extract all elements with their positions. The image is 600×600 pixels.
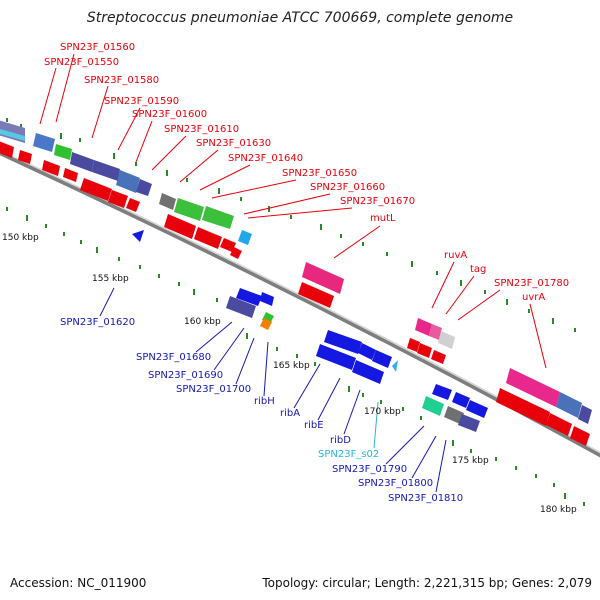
gene-label-spn23f-01790: SPN23F_01790	[332, 464, 407, 475]
gene-label-spn23f-01600: SPN23F_01600	[132, 109, 207, 120]
gene-label-spn23f-01800: SPN23F_01800	[358, 478, 433, 489]
gene-label-spn23f-01550: SPN23F_01550	[44, 57, 119, 68]
gene-label-mutl: mutL	[370, 213, 396, 224]
map-title: Streptococcus pneumoniae ATCC 700669, co…	[86, 10, 514, 26]
gene-label-spn23f-01690: SPN23F_01690	[148, 370, 223, 381]
gene-label-riba: ribA	[280, 408, 300, 419]
gene-label-spn23f-01780: SPN23F_01780	[494, 278, 569, 289]
gene-blocks	[0, 120, 592, 446]
leader-line	[243, 193, 331, 215]
leader-line	[529, 303, 547, 369]
leader-line	[199, 164, 251, 191]
gene-label-spn23f-01700: SPN23F_01700	[176, 384, 251, 395]
accession-text: Accession: NC_011900	[10, 576, 147, 590]
leader-line	[135, 120, 153, 163]
leader-line	[457, 289, 501, 321]
leader-line	[99, 287, 115, 317]
leader-line	[151, 135, 187, 171]
leader-line	[445, 275, 475, 315]
leader-line	[333, 225, 381, 259]
leader-line	[91, 85, 109, 139]
leader-line	[117, 107, 141, 151]
gene-label-spn23f-01810: SPN23F_01810	[388, 493, 463, 504]
leader-line	[247, 207, 353, 219]
leader-line	[385, 425, 425, 465]
leader-line	[211, 179, 297, 199]
gene-label-spn23f-01610: SPN23F_01610	[164, 124, 239, 135]
gene-label-spn23f-01660: SPN23F_01660	[310, 182, 385, 193]
gene-label-spn23f-s02: SPN23F_s02	[318, 449, 379, 460]
gene-label-ribe: ribE	[304, 420, 324, 431]
gene-label-spn23f-01590: SPN23F_01590	[104, 96, 179, 107]
gene-label-spn23f-01560: SPN23F_01560	[60, 42, 135, 53]
gene-label-spn23f-01680: SPN23F_01680	[136, 352, 211, 363]
leader-line	[235, 337, 255, 385]
scale-label-150: 150 kbp	[2, 233, 39, 243]
leader-line	[213, 327, 245, 371]
leader-line	[435, 439, 447, 493]
scale-label-175: 175 kbp	[452, 456, 489, 466]
scale-label-170: 170 kbp	[364, 407, 401, 417]
gene-label-spn23f-01630: SPN23F_01630	[196, 138, 271, 149]
rna-gene-labels: SPN23F_s02	[318, 449, 379, 460]
gene-label-tag: tag	[470, 264, 486, 275]
leader-line	[373, 401, 379, 449]
gene-label-ribh: ribH	[254, 396, 275, 407]
label-leader-lines	[39, 53, 547, 493]
leader-line	[55, 53, 75, 123]
gene-label-uvra: uvrA	[522, 292, 545, 303]
scale-labels: 150 kbp 155 kbp 160 kbp 165 kbp 170 kbp …	[2, 233, 577, 515]
leader-line	[179, 149, 219, 183]
gene-label-spn23f-01670: SPN23F_01670	[340, 196, 415, 207]
leader-line	[195, 321, 233, 353]
gene-label-spn23f-01580: SPN23F_01580	[84, 75, 159, 86]
leader-line	[317, 377, 341, 421]
gene-label-ribd: ribD	[330, 435, 351, 446]
reverse-gene-labels: SPN23F_01620 SPN23F_01680 SPN23F_01690 S…	[60, 317, 463, 504]
leader-line	[39, 67, 57, 125]
gene-label-ruva: ruvA	[444, 250, 467, 261]
gene-label-spn23f-01650: SPN23F_01650	[282, 168, 357, 179]
leader-line	[343, 389, 361, 435]
gene-label-spn23f-01640: SPN23F_01640	[228, 153, 303, 164]
leader-line	[411, 435, 437, 479]
leader-line	[431, 261, 455, 309]
forward-gene-labels: SPN23F_01560 SPN23F_01550 SPN23F_01580 S…	[44, 42, 569, 303]
genome-summary-text: Topology: circular; Length: 2,221,315 bp…	[262, 576, 592, 590]
gene-label-spn23f-01620: SPN23F_01620	[60, 317, 135, 328]
scale-label-160: 160 kbp	[184, 317, 221, 327]
leader-line	[263, 341, 269, 397]
leader-line	[293, 363, 321, 409]
scale-label-165: 165 kbp	[273, 361, 310, 371]
scale-label-155: 155 kbp	[92, 274, 129, 284]
scale-label-180: 180 kbp	[540, 505, 577, 515]
